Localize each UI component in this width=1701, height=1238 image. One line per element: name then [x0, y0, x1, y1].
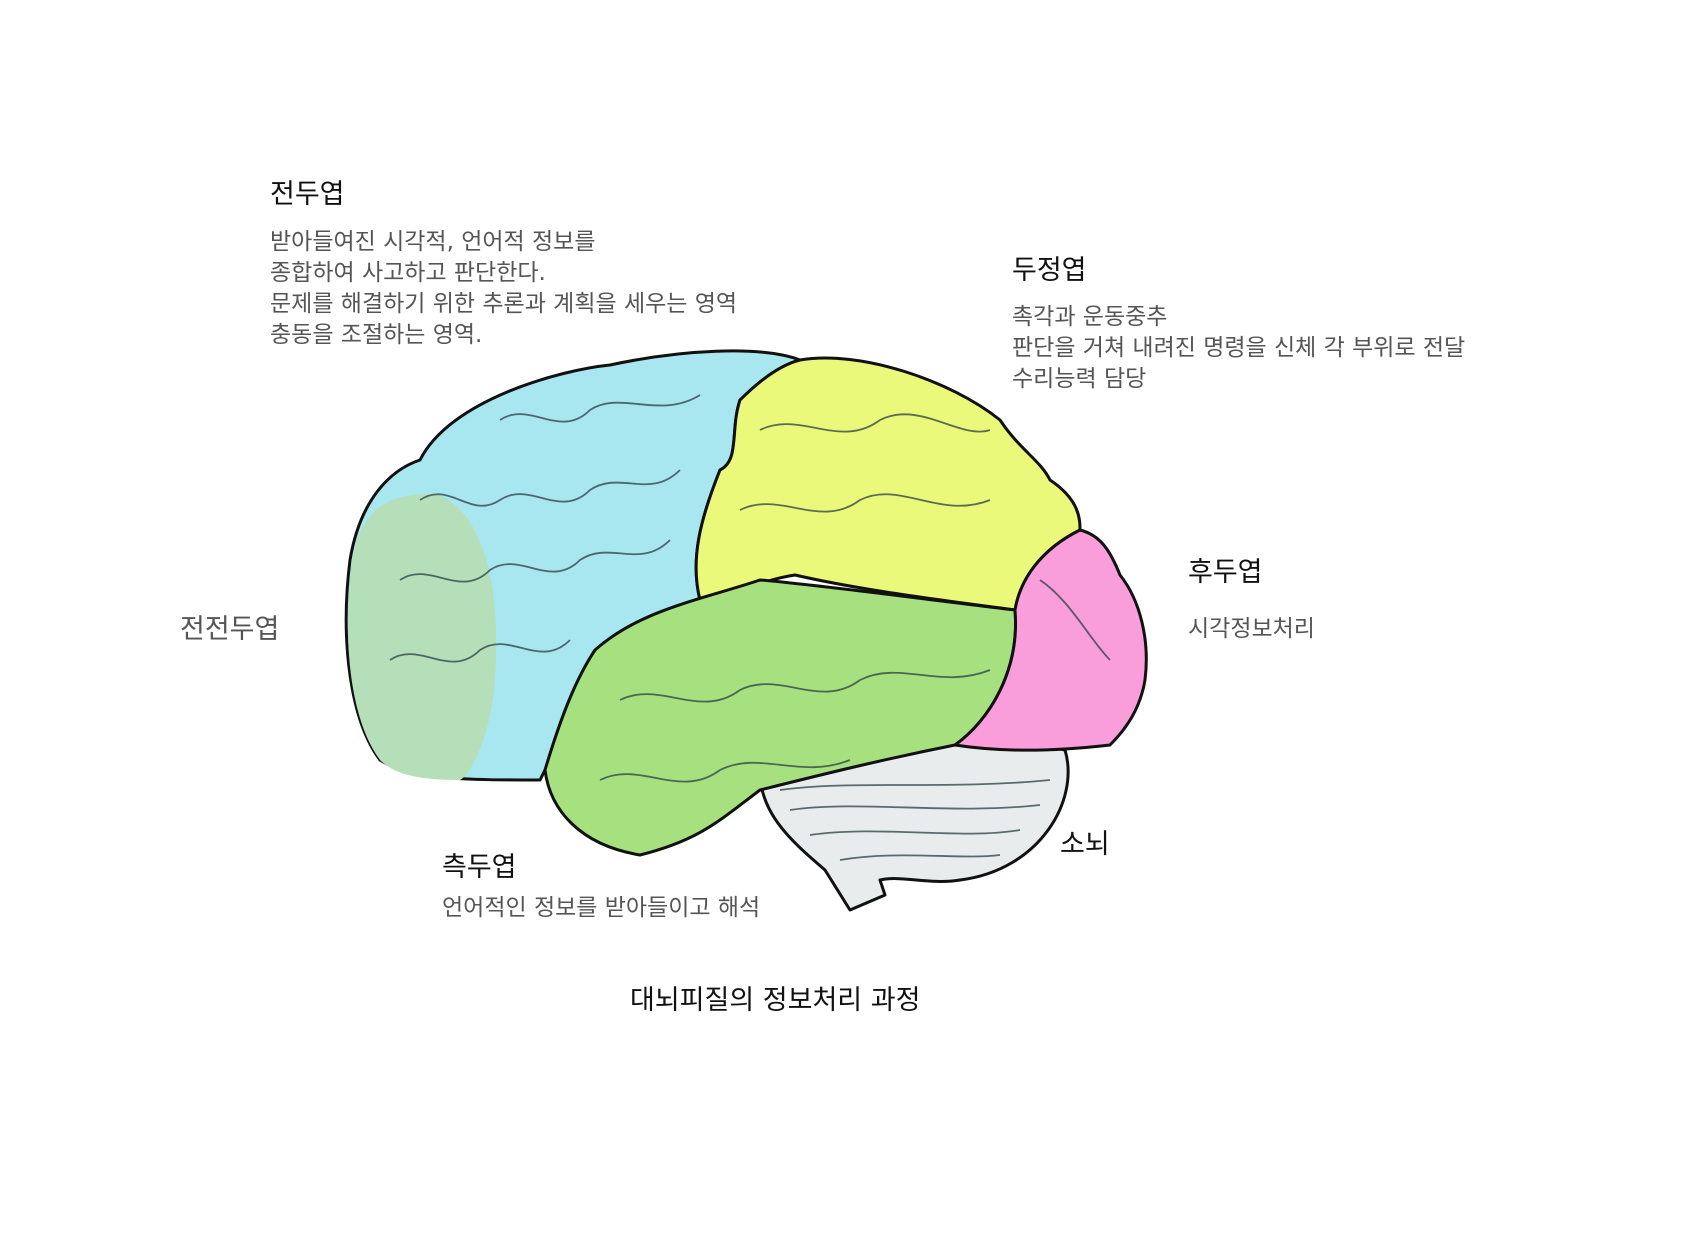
parietal-lobe-title: 두정엽	[1012, 255, 1087, 286]
parietal-lobe-description: 촉각과 운동중추 판단을 거쳐 내려진 명령을 신체 각 부위로 전달 수리능력…	[1012, 302, 1465, 395]
frontal-lobe-description: 받아들여진 시각적, 언어적 정보를 종합하여 사고하고 판단한다. 문제를 해…	[270, 227, 737, 351]
frontal-lobe-title: 전두엽	[270, 179, 345, 210]
prefrontal-area	[347, 494, 497, 780]
temporal-lobe	[543, 578, 1018, 857]
occipital-lobe	[953, 528, 1148, 752]
description-line: 문제를 해결하기 위한 추론과 계획을 세우는 영역	[270, 291, 738, 317]
description-line: 수리능력 담당	[1012, 366, 1147, 392]
cerebellum-label: 소뇌	[1060, 829, 1110, 860]
description-line: 충동을 조절하는 영역.	[270, 322, 483, 348]
occipital-lobe-title: 후두엽	[1188, 557, 1263, 588]
parietal-lobe	[694, 356, 1082, 612]
prefrontal-label: 전전두엽	[180, 614, 280, 645]
description-line: 판단을 거쳐 내려진 명령을 신체 각 부위로 전달	[1012, 335, 1466, 361]
description-line: 종합하여 사고하고 판단한다.	[270, 260, 546, 286]
temporal-lobe-title: 측두엽	[442, 852, 517, 883]
gyri-lines	[389, 394, 1111, 861]
diagram-title: 대뇌피질의 정보처리 과정	[630, 985, 921, 1016]
occipital-lobe-description: 시각정보처리	[1188, 616, 1315, 642]
description-line: 촉각과 운동중추	[1012, 304, 1168, 330]
description-line: 받아들여진 시각적, 언어적 정보를	[270, 229, 596, 255]
temporal-lobe-description: 언어적인 정보를 받아들이고 해석	[442, 895, 761, 921]
